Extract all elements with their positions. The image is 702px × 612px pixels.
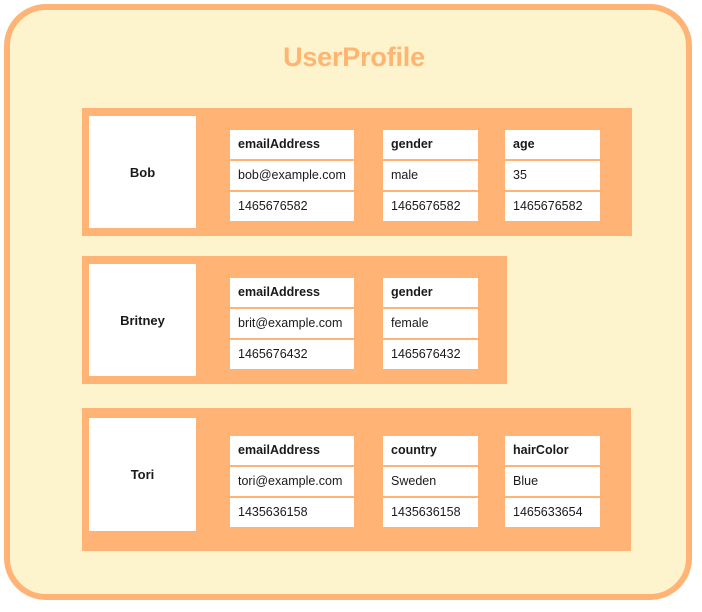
field-value: Blue bbox=[505, 467, 600, 496]
field-key: gender bbox=[383, 278, 478, 307]
field-timestamp: 1465676582 bbox=[383, 192, 478, 221]
user-profile-card: UserProfile Bob emailAddress bob@example… bbox=[4, 4, 692, 600]
field-key: country bbox=[383, 436, 478, 465]
field-key: hairColor bbox=[505, 436, 600, 465]
field-column: country Sweden 1435636158 bbox=[383, 436, 478, 527]
entity-row: Britney emailAddress brit@example.com 14… bbox=[82, 256, 507, 384]
field-column: hairColor Blue 1465633654 bbox=[505, 436, 600, 527]
field-timestamp: 1465676582 bbox=[505, 192, 600, 221]
field-key: gender bbox=[383, 130, 478, 159]
field-value: male bbox=[383, 161, 478, 190]
field-key: age bbox=[505, 130, 600, 159]
field-column: gender male 1465676582 bbox=[383, 130, 478, 221]
field-column: emailAddress brit@example.com 1465676432 bbox=[230, 278, 354, 369]
field-timestamp: 1465676582 bbox=[230, 192, 354, 221]
page-title: UserProfile bbox=[283, 42, 425, 72]
field-timestamp: 1465676432 bbox=[230, 340, 354, 369]
entity-name: Bob bbox=[89, 116, 196, 228]
field-column: emailAddress tori@example.com 1435636158 bbox=[230, 436, 354, 527]
field-value: 35 bbox=[505, 161, 600, 190]
entity-row: Bob emailAddress bob@example.com 1465676… bbox=[82, 108, 632, 236]
field-timestamp: 1465633654 bbox=[505, 498, 600, 527]
field-key: emailAddress bbox=[230, 278, 354, 307]
field-value: tori@example.com bbox=[230, 467, 354, 496]
entity-name: Britney bbox=[89, 264, 196, 376]
field-column: age 35 1465676582 bbox=[505, 130, 600, 221]
field-timestamp: 1465676432 bbox=[383, 340, 478, 369]
field-value: female bbox=[383, 309, 478, 338]
field-column: emailAddress bob@example.com 1465676582 bbox=[230, 130, 354, 221]
field-key: emailAddress bbox=[230, 130, 354, 159]
field-key: emailAddress bbox=[230, 436, 354, 465]
entity-row: Tori emailAddress tori@example.com 14356… bbox=[82, 408, 631, 551]
field-timestamp: 1435636158 bbox=[383, 498, 478, 527]
entity-name: Tori bbox=[89, 418, 196, 531]
field-value: Sweden bbox=[383, 467, 478, 496]
field-column: gender female 1465676432 bbox=[383, 278, 478, 369]
field-value: brit@example.com bbox=[230, 309, 354, 338]
field-timestamp: 1435636158 bbox=[230, 498, 354, 527]
field-value: bob@example.com bbox=[230, 161, 354, 190]
